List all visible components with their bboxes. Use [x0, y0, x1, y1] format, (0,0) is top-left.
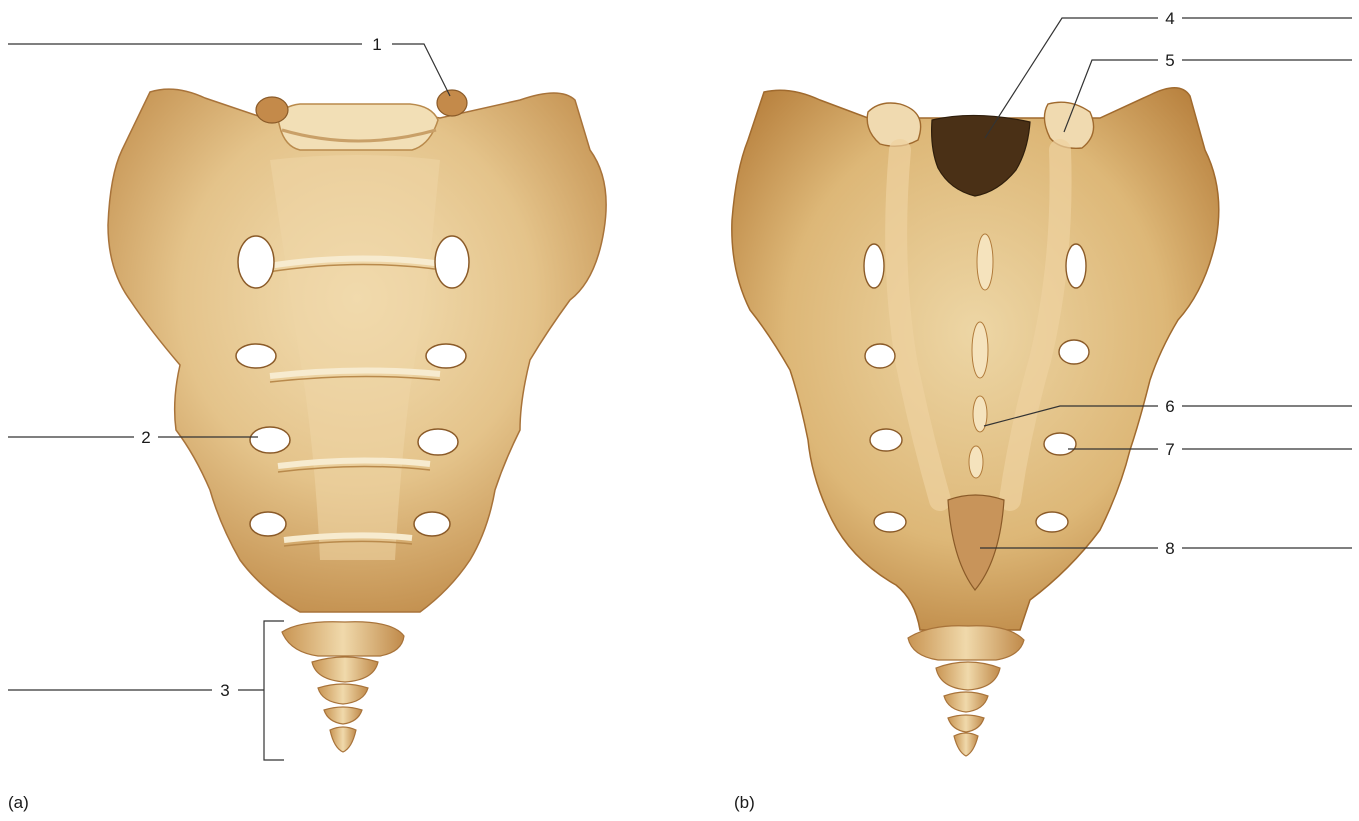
sacrum-anterior-view	[108, 89, 606, 752]
anterior-sacral-foramen-left-4	[250, 512, 286, 536]
callout-2: 2	[141, 428, 150, 447]
sacrum-posterior-view	[732, 88, 1219, 756]
callout-7: 7	[1165, 440, 1174, 459]
panel-label-b: (b)	[734, 793, 755, 812]
anterior-sacral-foramen-left-3	[250, 427, 290, 453]
sacral-promontory	[278, 104, 438, 150]
callout-3: 3	[220, 681, 229, 700]
anterior-sacral-foramen-left-2	[236, 344, 276, 368]
posterior-sacral-foramen-left-1	[864, 244, 884, 288]
callout-6: 6	[1165, 397, 1174, 416]
superior-articular-process-left	[256, 97, 288, 123]
coccyx-posterior	[908, 626, 1024, 756]
posterior-sacral-foramen-right-2	[1059, 340, 1089, 364]
superior-articular-process-left-b	[867, 103, 920, 146]
posterior-sacral-foramen-right-1	[1066, 244, 1086, 288]
anterior-sacral-foramen-right-1	[435, 236, 469, 288]
anterior-sacral-foramen-right-2	[426, 344, 466, 368]
callout-5: 5	[1165, 51, 1174, 70]
posterior-sacral-foramen-right-4	[1036, 512, 1068, 532]
callout-1: 1	[372, 35, 381, 54]
anterior-sacral-foramen-right-3	[418, 429, 458, 455]
superior-articular-process-right	[437, 90, 467, 116]
posterior-sacral-foramen-right-3	[1044, 433, 1076, 455]
posterior-sacral-foramen-left-3	[870, 429, 902, 451]
panel-label-a: (a)	[8, 793, 29, 812]
callout-4: 4	[1165, 9, 1174, 28]
posterior-sacral-foramen-left-2	[865, 344, 895, 368]
callout-8: 8	[1165, 539, 1174, 558]
coccyx-anterior	[282, 622, 404, 752]
anterior-sacral-foramen-left-1	[238, 236, 274, 288]
anterior-sacral-foramen-right-4	[414, 512, 450, 536]
leader-line-1-pointer	[392, 44, 450, 96]
posterior-sacral-foramen-left-4	[874, 512, 906, 532]
bracket-3	[264, 621, 284, 760]
